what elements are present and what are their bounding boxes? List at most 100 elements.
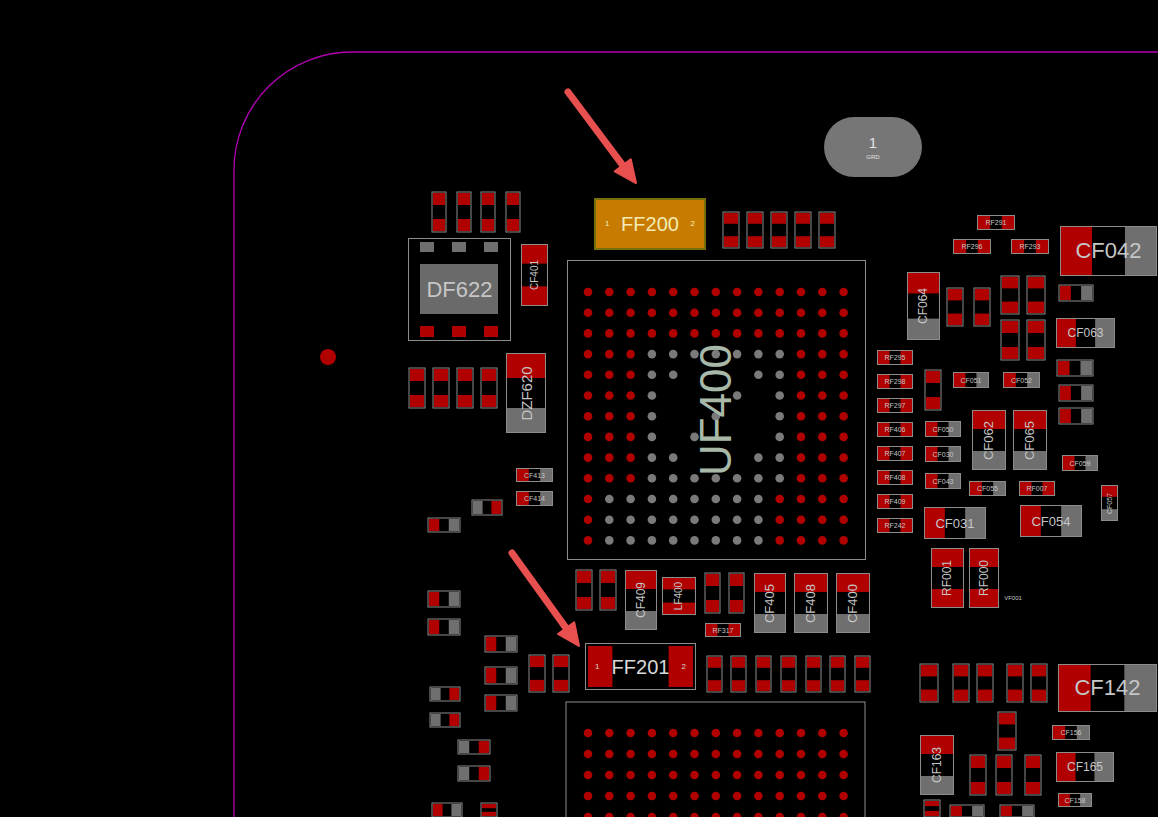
part-outline	[1007, 664, 1023, 702]
bga-ball	[797, 433, 806, 442]
part-label: RF000	[978, 560, 990, 596]
bga-ball	[754, 329, 763, 338]
part-outline	[1027, 276, 1045, 314]
solder-pad	[452, 326, 466, 337]
bga-ball	[775, 391, 784, 400]
bga-ball	[690, 792, 699, 801]
solder-pad	[506, 668, 516, 683]
bga-ball	[754, 792, 763, 801]
component-footprint: RF409	[877, 494, 913, 509]
bga-ball	[818, 792, 827, 801]
solder-pad	[772, 213, 786, 224]
bga-ball	[797, 412, 806, 421]
solder-pad	[479, 767, 489, 780]
part-label: RF007	[1026, 485, 1047, 492]
bga-ball	[648, 495, 657, 504]
bga-ball	[626, 391, 635, 400]
part-outline	[996, 755, 1012, 795]
component-footprint: CF043	[925, 473, 961, 489]
solder-pad	[530, 680, 544, 691]
pad-label: GRD	[866, 154, 879, 160]
pad-label: 2	[691, 220, 695, 228]
solder-pad	[757, 680, 770, 691]
solder-pad	[730, 574, 743, 586]
solder-pad	[1002, 347, 1018, 359]
bga-ball	[754, 308, 763, 317]
callout-arrow	[512, 553, 566, 628]
solder-pad	[482, 812, 496, 816]
solder-pad	[724, 236, 738, 247]
component-footprint: CF064	[907, 272, 940, 340]
solder-pad	[975, 289, 989, 300]
part-outline	[457, 368, 473, 408]
bga-ball	[733, 329, 742, 338]
solder-pad	[997, 756, 1011, 768]
solder-pad	[486, 668, 496, 683]
bga-ball	[733, 308, 742, 317]
bga-ball	[733, 750, 742, 759]
solder-pad	[482, 219, 494, 231]
component-footprint: UF400	[567, 260, 866, 560]
component-footprint: DZF620	[506, 353, 546, 433]
component-footprint: RF406	[877, 422, 913, 437]
part-label: CF414	[524, 495, 545, 502]
bga-ball	[797, 453, 806, 462]
bga-ball	[626, 350, 635, 359]
part-outline	[1059, 385, 1093, 401]
bga-ball	[584, 350, 593, 359]
bga-ball	[818, 350, 827, 359]
solder-pad	[1060, 286, 1071, 300]
part-label: RF242	[884, 522, 905, 529]
solder-pad	[429, 620, 439, 634]
pad-label: 1	[595, 663, 599, 671]
bga-ball	[818, 288, 827, 297]
solder-pad	[732, 657, 745, 668]
solder-pad	[856, 680, 869, 691]
bga-ball	[584, 771, 593, 780]
bga-ball	[626, 433, 635, 442]
part-label: CF142	[1074, 677, 1140, 699]
solder-pad	[449, 688, 459, 700]
part-label: CF057	[1106, 492, 1113, 513]
bga-ball	[839, 515, 848, 524]
solder-pad	[921, 690, 937, 701]
bga-ball	[648, 536, 657, 545]
solder-pad	[601, 597, 615, 609]
solder-pad	[530, 656, 544, 667]
solder-pad	[1081, 386, 1092, 400]
bga-ball	[669, 453, 678, 462]
part-label: RF298	[884, 378, 905, 385]
bga-ball	[818, 474, 827, 483]
part-outline	[432, 803, 462, 817]
solder-pad	[708, 657, 721, 668]
bga-ball	[648, 474, 657, 483]
part-outline	[485, 636, 517, 652]
component-footprint: VF001	[1000, 591, 1026, 605]
component-footprint: CF042	[1060, 226, 1157, 276]
bga-ball	[626, 536, 635, 545]
part-outline	[729, 573, 744, 613]
bga-ball	[839, 391, 848, 400]
solder-pad	[925, 811, 939, 816]
part-outline	[1025, 755, 1041, 795]
solder-pad	[1058, 361, 1070, 375]
solder-pad	[554, 656, 568, 667]
bga-ball	[669, 308, 678, 317]
bga-ball	[712, 792, 721, 801]
solder-pad	[978, 690, 992, 701]
bga-ball	[839, 329, 848, 338]
bga-ball	[712, 515, 721, 524]
solder-pad	[1028, 347, 1044, 359]
bga-ball	[669, 515, 678, 524]
bga-ball	[839, 288, 848, 297]
part-outline	[705, 573, 720, 613]
solder-pad	[577, 571, 591, 583]
part-label: CF065	[1024, 420, 1037, 459]
component-footprint: CF062	[972, 410, 1006, 470]
bga-ball	[839, 371, 848, 380]
solder-pad	[948, 314, 962, 325]
solder-pad	[1032, 690, 1046, 701]
bga-ball	[690, 288, 699, 297]
bga-ball	[775, 813, 784, 817]
bga-ball	[648, 792, 657, 801]
